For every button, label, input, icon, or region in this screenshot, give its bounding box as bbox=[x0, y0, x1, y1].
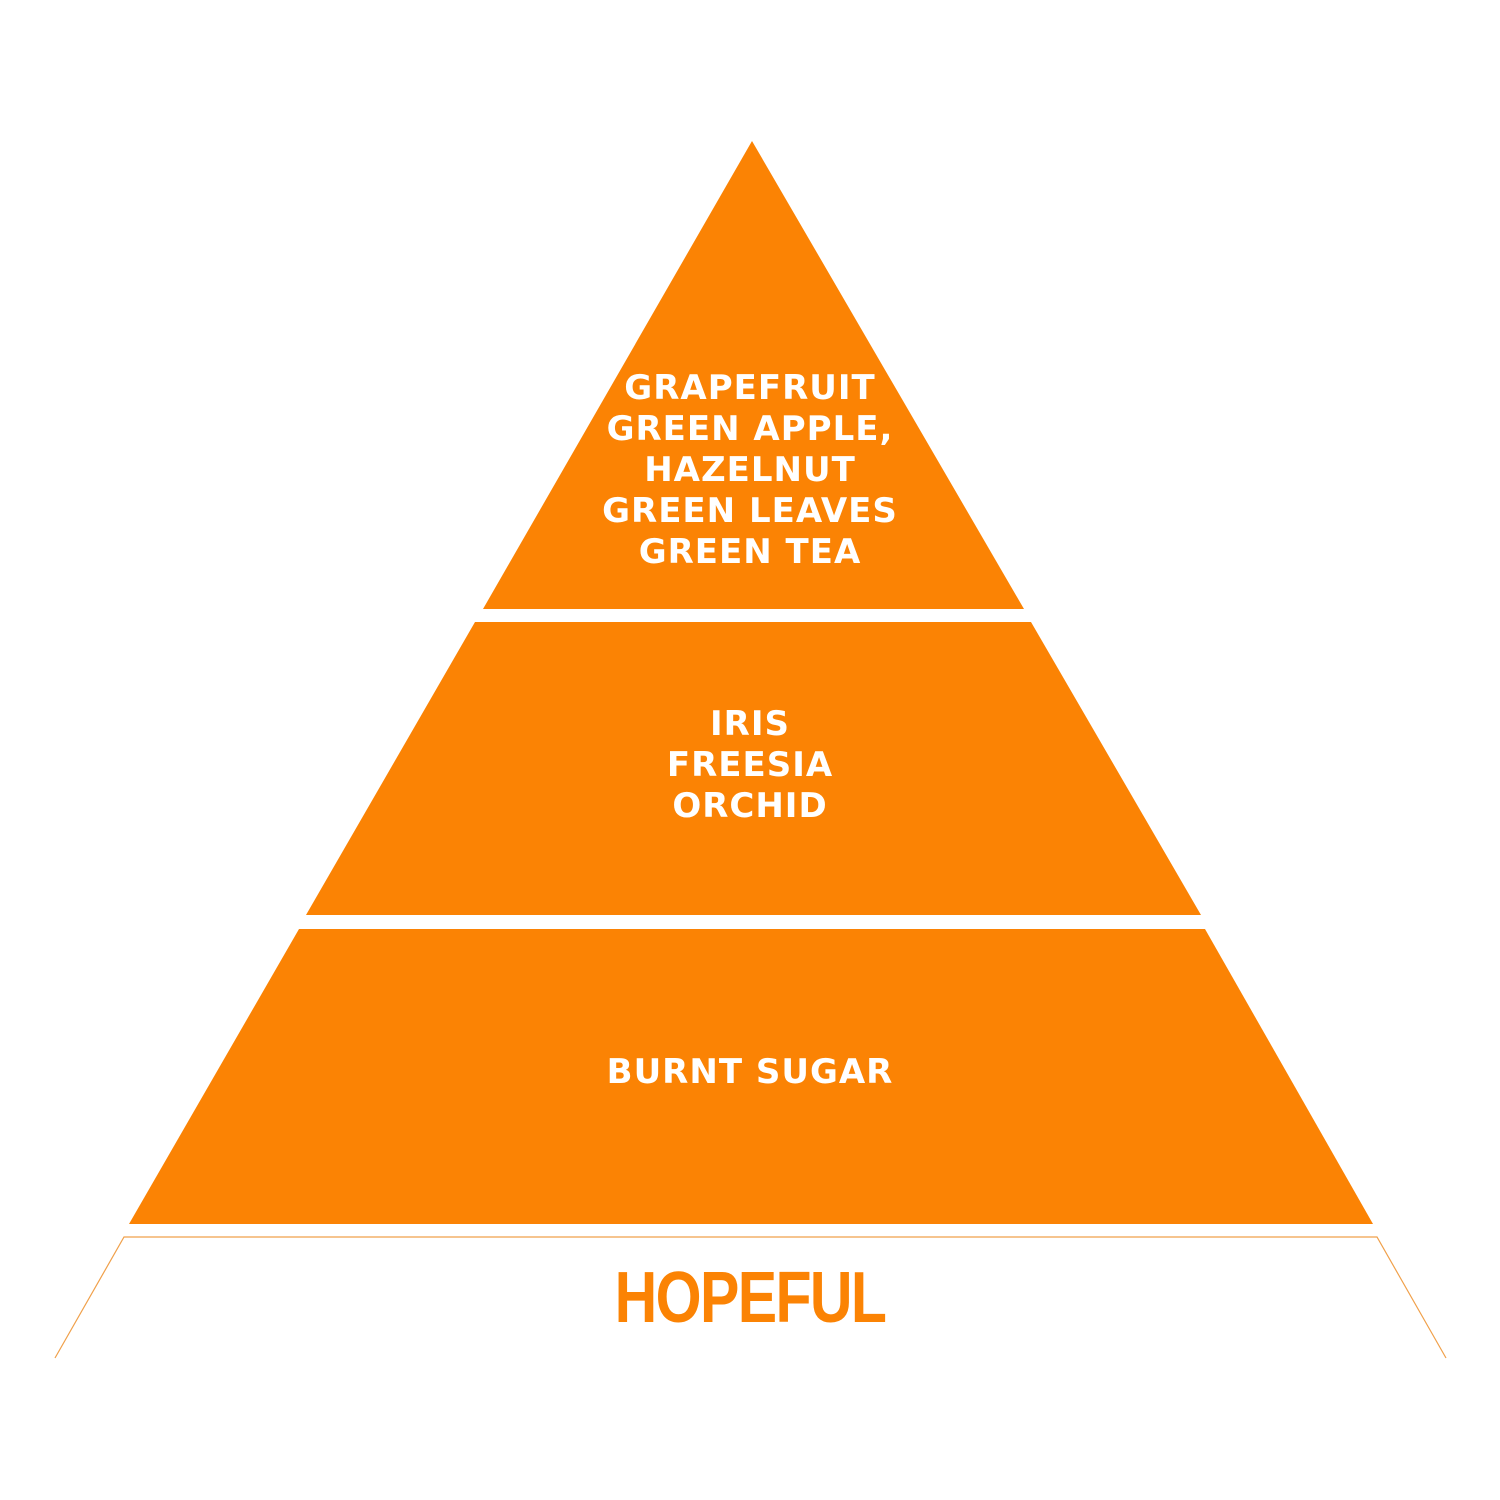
top-note: GREEN LEAVES bbox=[602, 491, 898, 531]
base-notes-tier bbox=[129, 929, 1373, 1224]
top-notes-tier bbox=[483, 141, 1024, 609]
middle-note: IRIS bbox=[710, 704, 790, 744]
base-note: BURNT SUGAR bbox=[606, 1052, 894, 1092]
middle-notes-text: IRIS FREESIA ORCHID bbox=[0, 704, 1500, 827]
top-note: GREEN TEA bbox=[638, 532, 862, 572]
base-notes-text: BURNT SUGAR bbox=[0, 1052, 1500, 1093]
middle-notes-tier bbox=[306, 622, 1201, 915]
middle-note: ORCHID bbox=[672, 786, 828, 826]
top-note: GRAPEFRUIT bbox=[624, 368, 876, 408]
top-notes-text: GRAPEFRUIT GREEN APPLE, HAZELNUT GREEN L… bbox=[0, 368, 1500, 573]
top-note: GREEN APPLE, bbox=[606, 409, 894, 449]
middle-note: FREESIA bbox=[666, 745, 834, 785]
top-note: HAZELNUT bbox=[644, 450, 856, 490]
mood-label: HOPEFUL bbox=[614, 1258, 887, 1338]
mood-tier-outline bbox=[54, 1236, 1447, 1359]
